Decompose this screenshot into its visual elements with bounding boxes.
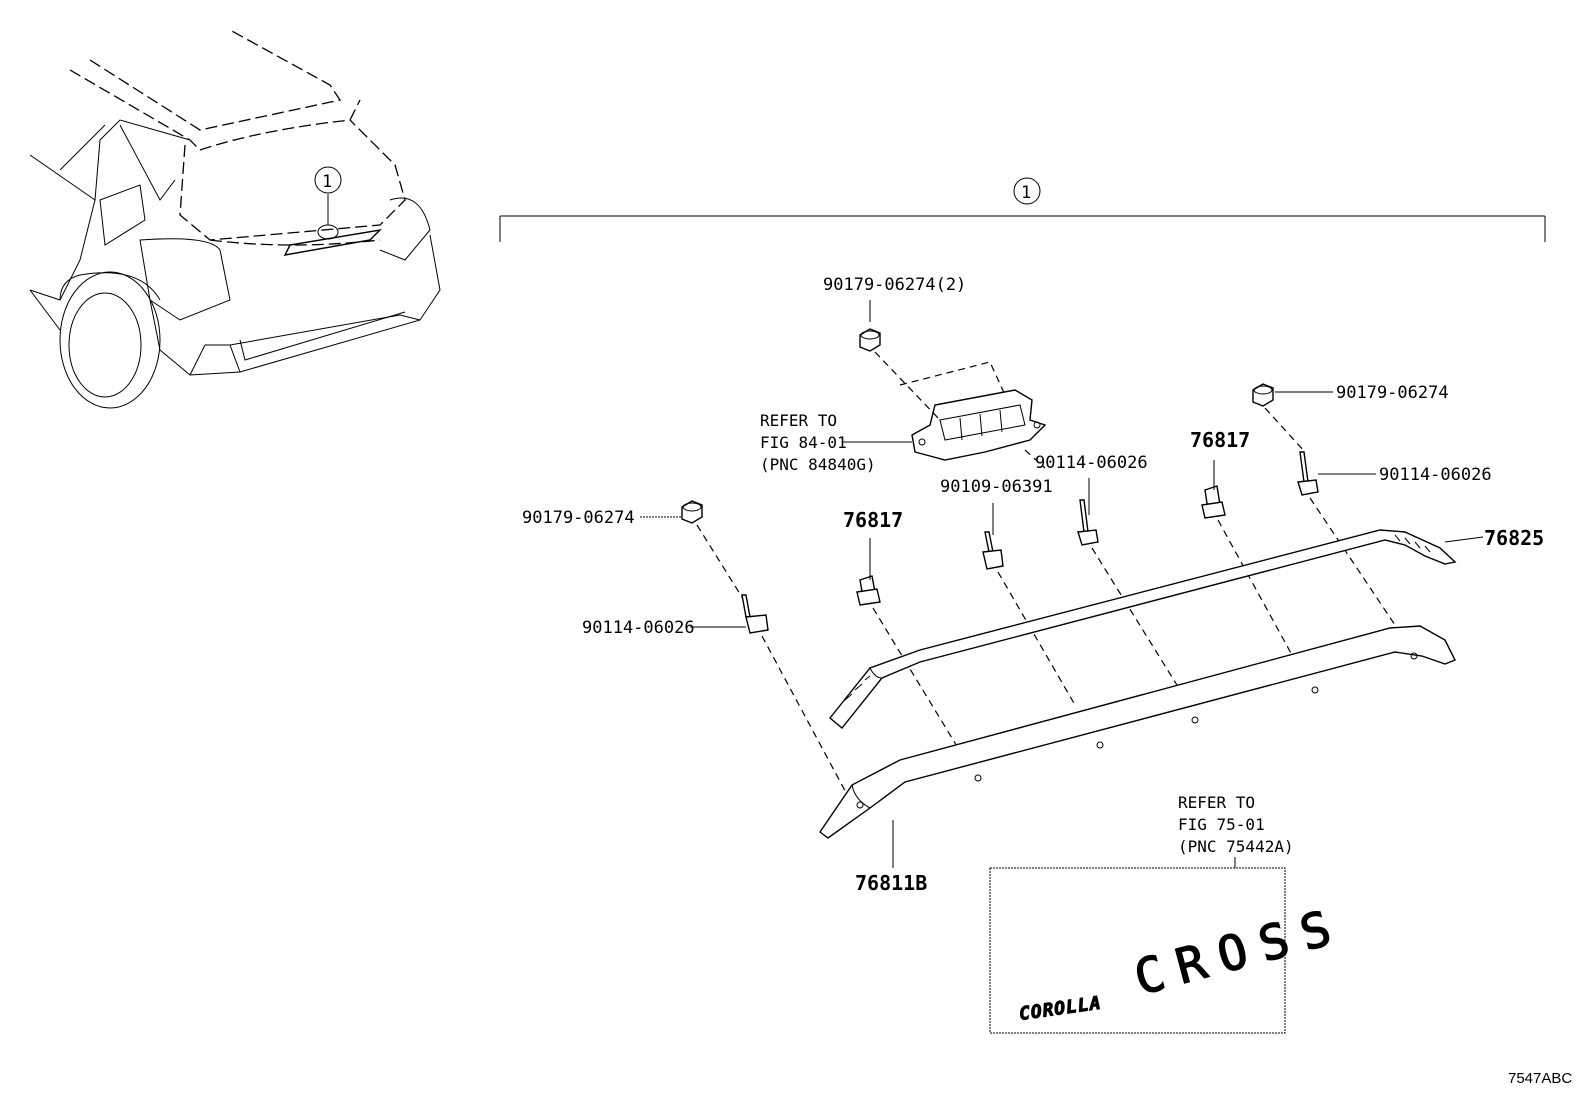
callout-circle-vehicle: [314, 166, 342, 194]
dash-stud-mid: [997, 571, 1076, 706]
callout-circle-assembly: [1013, 177, 1041, 205]
label-bolt-right: 90114-06026: [1379, 465, 1492, 485]
figure-code: 7547ABC: [1508, 1070, 1572, 1087]
assembly-bracket: 1: [499, 177, 1546, 242]
nut-right: [1252, 383, 1274, 407]
dash-nut-right: [1264, 407, 1306, 453]
label-nut-top: 90179-06274(2): [823, 275, 966, 295]
stud-mid: [982, 531, 1004, 570]
clip-right: [1201, 485, 1226, 519]
label-stud-mid: 90109-06391: [940, 477, 1053, 497]
dash-bolt-mid: [1091, 547, 1181, 691]
label-nut-right: 90179-06274: [1336, 383, 1449, 403]
dash-nut-top: [874, 351, 941, 421]
label-bolt-mid: 90114-06026: [1035, 453, 1148, 473]
refer-emblem-line3: (PNC 75442A): [1178, 837, 1294, 856]
dash-clip-right: [1217, 519, 1293, 656]
bolt-left: [741, 594, 769, 634]
callout-number-vehicle: 1: [322, 172, 332, 192]
label-clip-left: 76817: [843, 508, 903, 532]
dash-bolt-right: [1309, 497, 1396, 626]
refer-camera-line3: (PNC 84840G): [760, 455, 876, 474]
dash-clip-left: [872, 607, 959, 749]
vehicle-rear-view: 1: [29, 29, 441, 409]
leader-weatherstrip: [1444, 536, 1484, 543]
label-garnish: 76811B: [855, 871, 927, 895]
emblem-corolla: COROLLA: [1018, 993, 1103, 1025]
refer-camera-line1: REFER TO: [760, 411, 837, 430]
refer-emblem-line1: REFER TO: [1178, 793, 1255, 812]
bolt-mid: [1077, 499, 1099, 546]
dash-camera-bolt: [1024, 449, 1046, 469]
label-nut-left: 90179-06274: [522, 508, 635, 528]
refer-camera-line2: FIG 84-01: [760, 433, 847, 452]
clip-left: [856, 575, 881, 606]
label-bolt-left: 90114-06026: [582, 618, 695, 638]
refer-emblem-line2: FIG 75-01: [1178, 815, 1265, 834]
callout-number-assembly: 1: [1021, 183, 1031, 203]
weatherstrip-part: [829, 529, 1457, 729]
bolt-right: [1297, 451, 1319, 496]
emblem-box: [989, 867, 1286, 1034]
garnish-part: [819, 625, 1456, 839]
emblem-cross: CROSS: [1129, 897, 1351, 1007]
nut-left: [681, 500, 703, 524]
label-weatherstrip: 76825: [1484, 526, 1544, 550]
camera-assembly: [899, 361, 1047, 461]
label-clip-right: 76817: [1190, 428, 1250, 452]
nut-top: [859, 328, 881, 352]
dash-nut-left: [696, 524, 746, 603]
